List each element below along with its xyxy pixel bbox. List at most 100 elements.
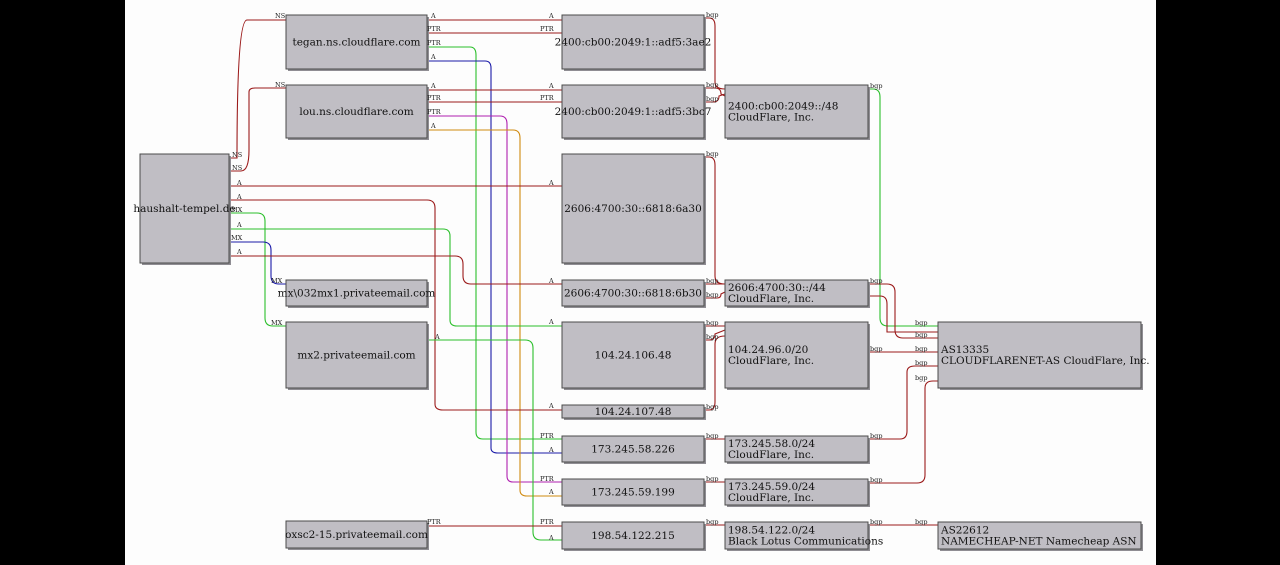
node-label-ip4: 173.245.59.199 (591, 487, 675, 499)
node-mx1: mx\032mx1.privateemail.com (278, 279, 435, 308)
edge-dom-mx-mx2 (229, 212, 286, 327)
edge-ns-lou (229, 87, 286, 172)
edge-v6d-bgp-p2-label-0: bgp (706, 277, 718, 285)
node-label-as2-1: NAMECHEAP-NET Namecheap ASN (941, 536, 1137, 548)
node-label-p3-1: CloudFlare, Inc. (728, 355, 814, 367)
edge-p4-bgp-as1 (868, 365, 938, 440)
node-label-p6-1: Black Lotus Communications (728, 536, 883, 548)
node-label-p5-1: CloudFlare, Inc. (728, 492, 814, 504)
edge-dom-a-ip2-label-0: A (236, 193, 242, 201)
dns-graph: haushalt-tempel.de tegan.ns.cloudflare.co… (133, 11, 1150, 551)
edge-lou-ptr-ip4 (427, 115, 562, 483)
edge-p1-bgp-as1-label-0: bgp (870, 82, 882, 90)
edge-ns-lou-label-0: NS (232, 164, 242, 172)
node-domain: haushalt-tempel.de (133, 153, 236, 265)
node-ip5: 198.54.122.215 (561, 521, 706, 551)
edge-tegan-ptr-ip3-label-0: PTR (427, 39, 442, 47)
edge-p5-bgp-as1 (868, 380, 938, 484)
edge-ns-tegan-label-1: NS (275, 12, 285, 20)
edge-p4-bgp-as1-label-1: bgp (915, 359, 927, 367)
edge-tegan-ptr-v6a-label-0: PTR (427, 25, 442, 33)
edge-lou-ptr-v6b-label-0: PTR (427, 94, 442, 102)
node-v6a: 2400:cb00:2049:1::adf5:3ae2 (555, 14, 712, 71)
node-label-p2-0: 2606:4700:30::/44 (728, 282, 826, 294)
node-label-as1-0: AS13335 (940, 344, 989, 356)
edge-lou-ptr-ip4-label-0: PTR (427, 108, 442, 116)
edge-lou-a-v6b-label-0: A (430, 82, 436, 90)
edge-dom-a-v6d-label-1: A (548, 277, 554, 285)
node-label-p1-0: 2400:cb00:2049::/48 (728, 101, 838, 113)
node-label-p4-1: CloudFlare, Inc. (728, 449, 814, 461)
edge-dom-mx-mx1 (229, 241, 286, 285)
edge-v6a-bgp-p1-label-0: bgp (706, 11, 718, 19)
node-label-v6a: 2400:cb00:2049:1::adf5:3ae2 (555, 37, 712, 49)
edge-v6b2-bgp-p1-label-0: bgp (706, 95, 718, 103)
node-label-v6b: 2400:cb00:2049:1::adf5:3bc7 (555, 106, 712, 118)
node-label-oxsc: oxsc2-15.privateemail.com (285, 529, 428, 541)
node-label-tegan: tegan.ns.cloudflare.com (292, 37, 420, 49)
edge-ip5-bgp-p6-label-0: bgp (706, 518, 718, 526)
edge-p3-bgp-as1-label-1: bgp (915, 345, 927, 353)
edge-ns-tegan-label-0: NS (232, 151, 242, 159)
edge-ip4-bgp-p5-label-0: bgp (706, 475, 718, 483)
edge-mx2-a-ip5-label-1: A (548, 534, 554, 542)
edge-dom-a-ip2 (229, 199, 562, 411)
edge-p2b-bgp-as1 (868, 295, 938, 333)
node-v6c: 2606:4700:30::6818:6a30 (561, 153, 706, 265)
node-label-domain: haushalt-tempel.de (133, 203, 235, 215)
edge-p1-bgp-as1-label-1: bgp (915, 319, 927, 327)
node-tegan: tegan.ns.cloudflare.com (285, 14, 429, 71)
edge-p4-bgp-as1-label-0: bgp (870, 432, 882, 440)
node-label-v6d: 2606:4700:30::6818:6b30 (564, 288, 702, 300)
node-label-as2-0: AS22612 (940, 525, 989, 537)
edge-p5-bgp-as1-label-0: bgp (870, 476, 882, 484)
node-label-p3-0: 104.24.96.0/20 (728, 344, 808, 356)
edge-tegan-ptr-ip3-label-1: PTR (540, 432, 555, 440)
node-oxsc: oxsc2-15.privateemail.com (285, 520, 429, 550)
edge-p2-bgp-as1-label-1: bgp (915, 331, 927, 339)
edge-dom-mx-mx1-label-1: MX (271, 277, 283, 285)
edge-dom-mx-mx2-label-0: MX (231, 206, 243, 214)
edge-dom-a-ip1 (229, 228, 562, 327)
edge-lou-a-ip4-label-0: A (430, 122, 436, 130)
edge-tegan-ptr-v6a-label-1: PTR (540, 25, 555, 33)
edge-v6c-bgp-p2 (704, 156, 726, 285)
node-label-p4-0: 173.245.58.0/24 (728, 438, 815, 450)
diagram-canvas: haushalt-tempel.de tegan.ns.cloudflare.co… (125, 0, 1156, 565)
edge-dom-a-ip1-label-0: A (236, 221, 242, 229)
edge-dom-mx-mx2-label-1: MX (271, 319, 283, 327)
edge-oxsc-ptr-ip5-label-0: PTR (427, 518, 442, 526)
edge-v6d2-bgp-p2 (704, 291, 726, 299)
node-v6b: 2400:cb00:2049:1::adf5:3bc7 (555, 84, 712, 140)
node-mx2: mx2.privateemail.com (285, 321, 429, 390)
edge-dom-a-v6d (229, 255, 562, 285)
edge-p5-bgp-as1-label-1: bgp (915, 374, 927, 382)
node-v6d: 2606:4700:30::6818:6b30 (561, 279, 706, 308)
edge-tegan-ptr-ip3 (427, 46, 562, 440)
edge-v6a-bgp-p1 (704, 17, 726, 90)
edge-v6b-bgp-p1 (704, 87, 726, 97)
node-label-ip5: 198.54.122.215 (591, 530, 675, 542)
edge-p6-bgp-as2-label-0: bgp (870, 518, 882, 526)
node-ip1: 104.24.106.48 (561, 321, 706, 390)
edge-dom-a-v6c-label-1: A (548, 179, 554, 187)
edge-tegan-a-ip3 (427, 60, 562, 454)
node-label-lou: lou.ns.cloudflare.com (299, 106, 413, 118)
node-label-p6-0: 198.54.122.0/24 (728, 525, 815, 537)
edge-v6b2-bgp-p1 (704, 93, 726, 103)
edge-tegan-a-v6a-label-1: A (548, 12, 554, 20)
edge-ip1b-bgp-p3 (704, 329, 726, 341)
edge-p2-bgp-as1-label-0: bgp (870, 277, 882, 285)
edge-mx2-a-ip5-label-0: A (434, 333, 440, 341)
node-label-p5-0: 173.245.59.0/24 (728, 481, 815, 493)
edge-dom-a-v6c-label-0: A (236, 179, 242, 187)
edge-v6d2-bgp-p2-label-0: bgp (706, 291, 718, 299)
edge-v6b-bgp-p1-label-0: bgp (706, 81, 718, 89)
